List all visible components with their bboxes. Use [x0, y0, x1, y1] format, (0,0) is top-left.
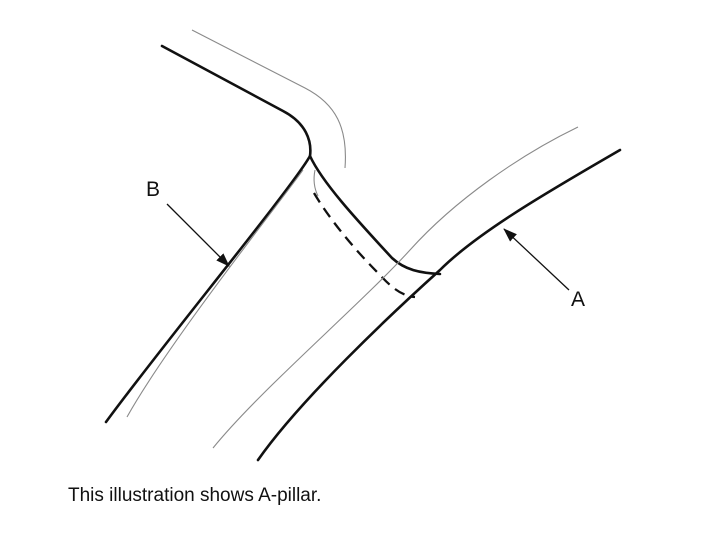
hidden-line-dashed: [313, 192, 416, 299]
callout-b-leader: [166, 203, 230, 267]
pillar-corner-outline: [308, 154, 442, 276]
callout-b-label: B: [146, 178, 160, 201]
pillar-outer-thin-line: [212, 126, 579, 449]
pillar-corner-thin-line: [313, 169, 319, 197]
roof-inner-edge-thin: [191, 29, 346, 169]
callout-a-label: A: [571, 288, 585, 311]
pillar-left-thin-line: [126, 169, 304, 418]
roof-rail-outline: [104, 44, 312, 424]
illustration-caption: This illustration shows A-pillar.: [68, 485, 322, 506]
pillar-outer-edge: [256, 148, 622, 462]
callout-a-leader: [503, 228, 570, 291]
